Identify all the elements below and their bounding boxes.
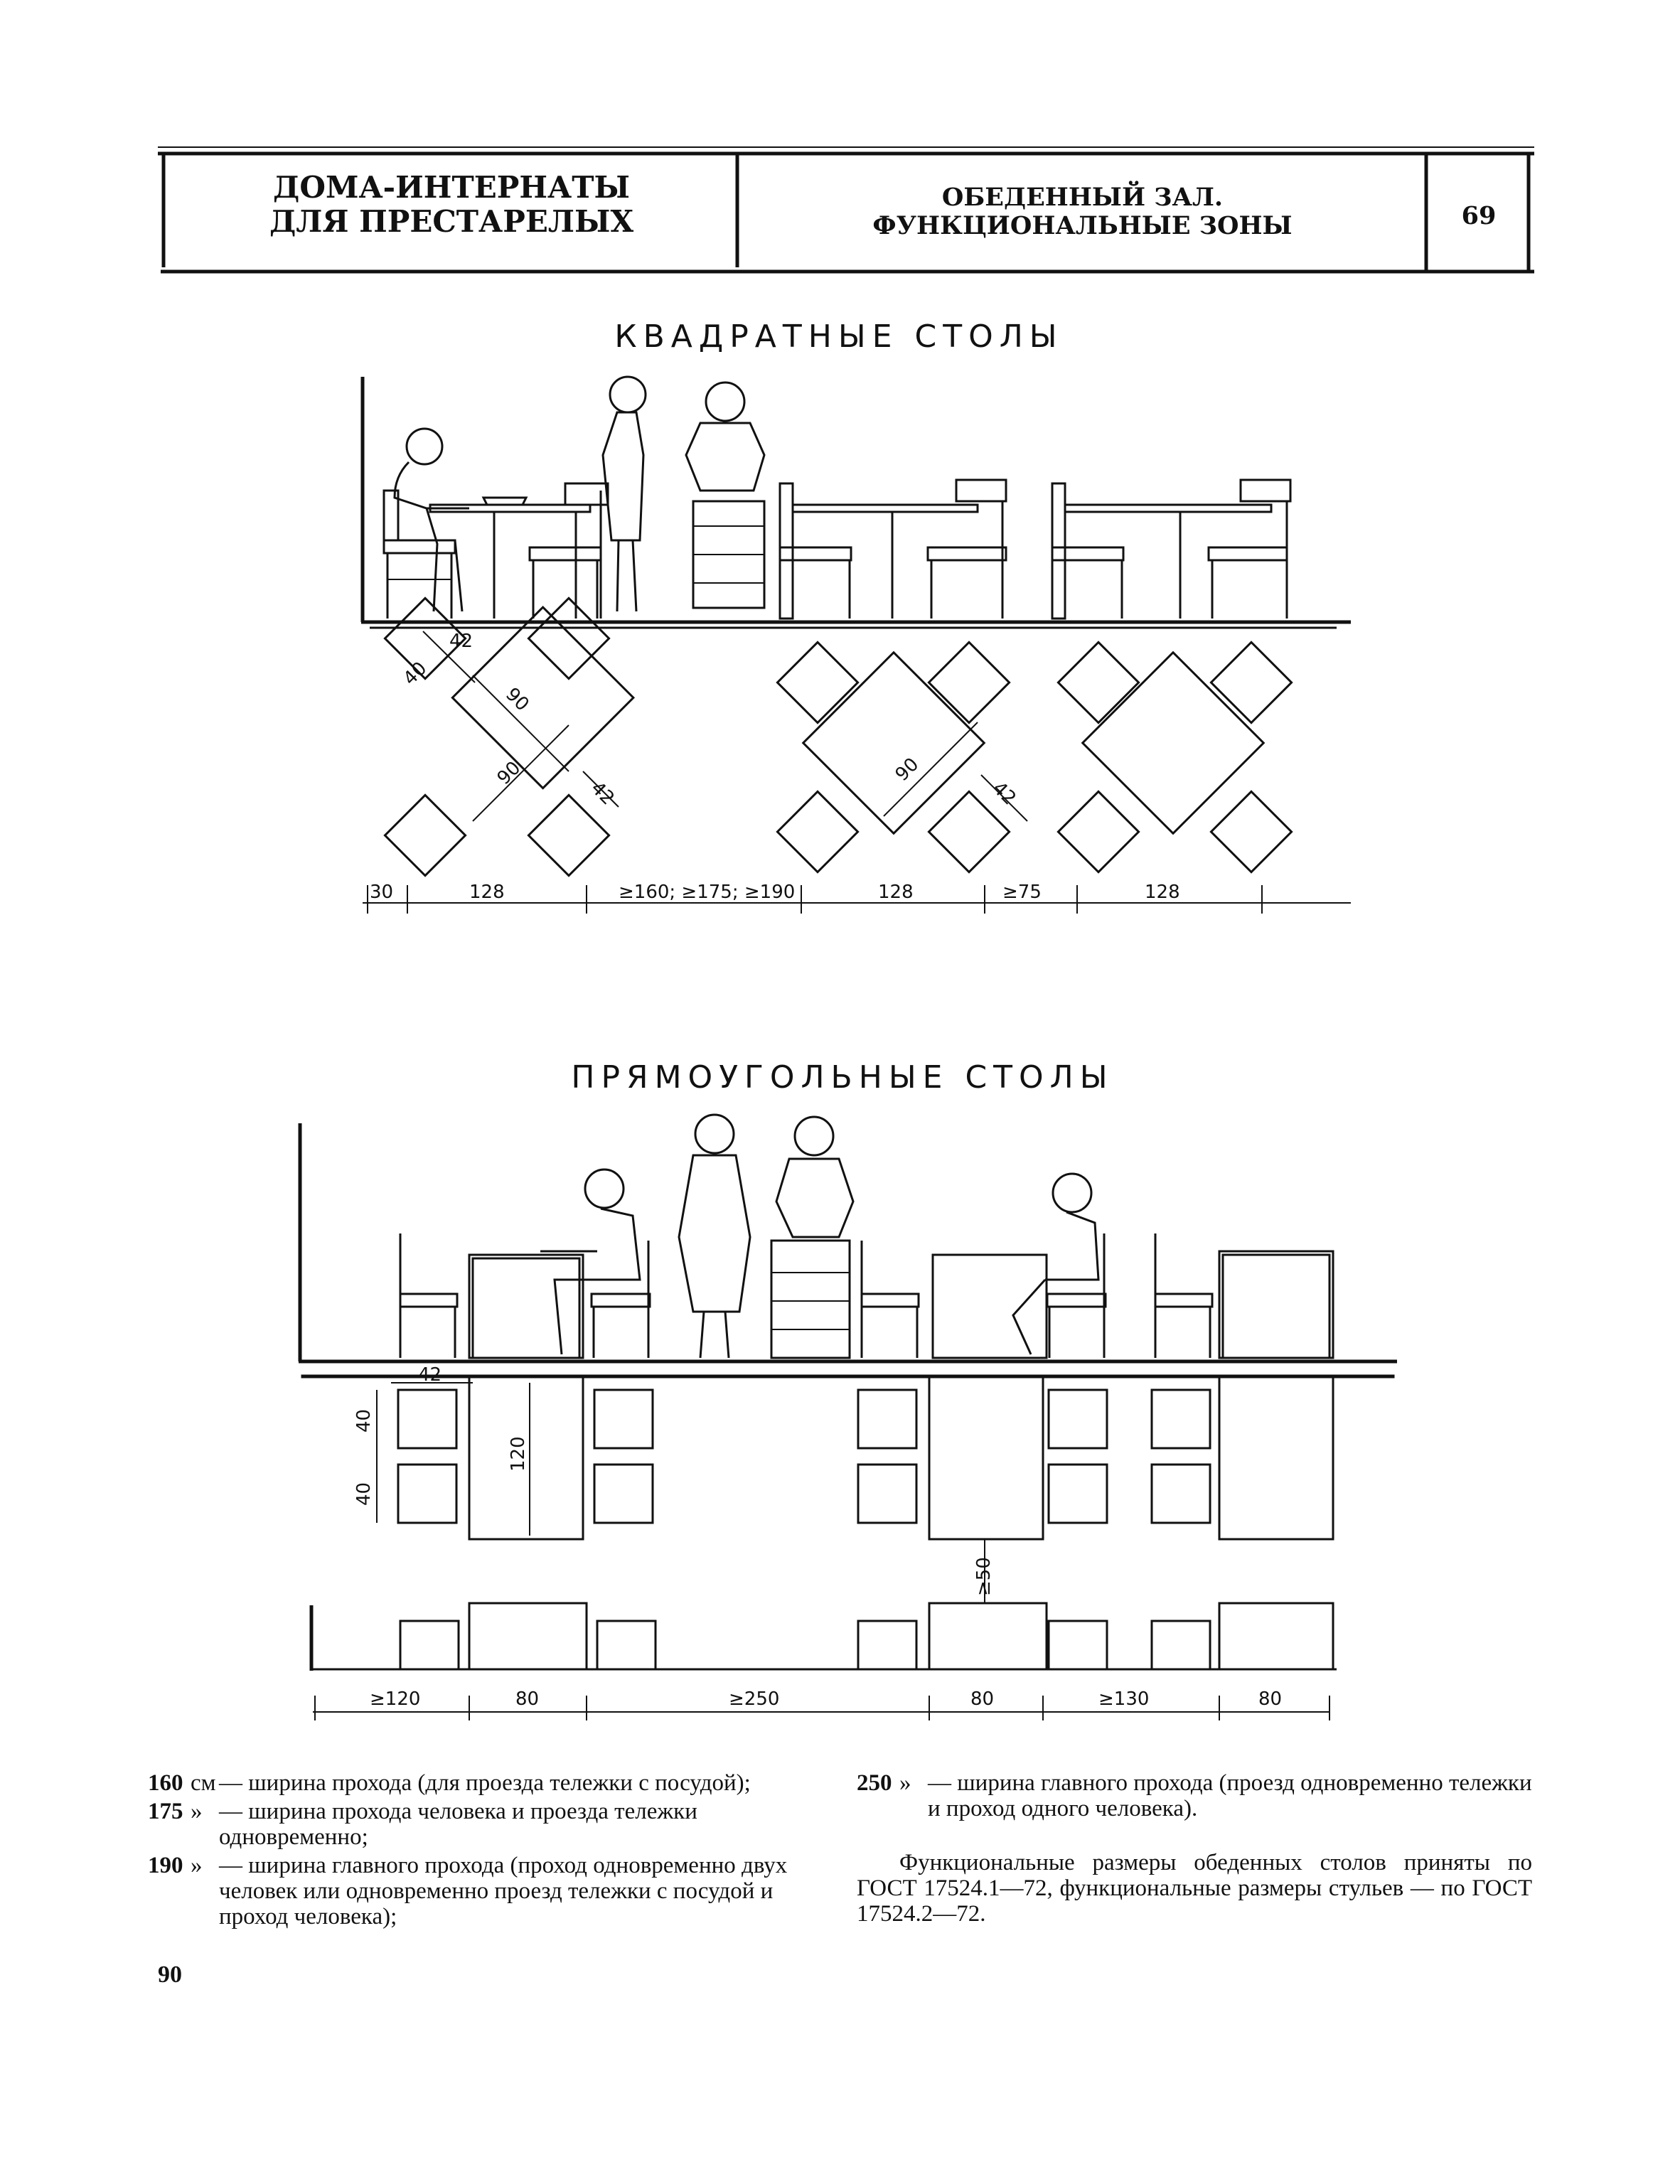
page-number: 90 (158, 1961, 182, 1988)
dim-rect-table-120: 120 (508, 1436, 529, 1472)
legend-item-175: 175 » — ширина прохода человека и проезд… (148, 1799, 823, 1850)
standing-person-icon (678, 1113, 751, 1359)
legend-item-160: 160 см — ширина прохода (для проезда тел… (148, 1770, 823, 1796)
dim-rect-250: ≥250 (729, 1688, 779, 1710)
header-center-line1: ОБЕДЕННЫЙ ЗАЛ. (941, 183, 1224, 212)
dim-square-128-a: 128 (469, 882, 505, 903)
dim-square-gap-42: 42 (449, 631, 473, 652)
legend-text: — ширина прохода (для проезда тележки с … (219, 1770, 751, 1796)
rect-table-elev-2 (931, 1253, 1048, 1359)
waiter-with-trolley-icon (685, 381, 766, 609)
header-center-line2: ФУНКЦИОНАЛЬНЫЕ ЗОНЫ (872, 211, 1293, 241)
rect-plan (301, 1374, 1395, 1541)
rect-dimension-chain (313, 1696, 1330, 1720)
seated-person-icon (540, 1168, 641, 1355)
seated-person-icon (1012, 1172, 1100, 1355)
legend-text: — ширина прохода человека и проезда теле… (219, 1799, 697, 1850)
rect-table-elev-3 (1218, 1250, 1334, 1359)
waiter-with-trolley-icon (770, 1115, 855, 1359)
square-elevation (360, 375, 1351, 629)
dim-square-aisle: ≥160; ≥175; ≥190 (619, 882, 795, 903)
dim-rect-clearance-50: ≥50 (973, 1557, 995, 1596)
chair-icon (590, 1241, 651, 1358)
legend-value: 175 (148, 1799, 183, 1824)
standing-person-icon (601, 375, 647, 612)
chair-icon (382, 489, 456, 619)
legend-right: 250 » — ширина главного прохода (проезд … (857, 1770, 1532, 1927)
header-left-line1: ДОМА-ИНТЕРНАТЫ (273, 170, 630, 205)
legend-item-250: 250 » — ширина главного прохода (проезд … (857, 1770, 1532, 1821)
dim-rect-chair-40-a: 40 (353, 1409, 375, 1433)
square-plan-group-3 (1056, 641, 1293, 874)
chair-icon (860, 1241, 920, 1358)
chair-icon (1046, 1233, 1107, 1358)
legend-text: — ширина главного прохода (проезд одновр… (928, 1770, 1532, 1821)
square-plan-group-2 (776, 641, 1011, 874)
rect-table-elev-1 (468, 1253, 584, 1359)
dim-square-128-b: 128 (878, 882, 914, 903)
header-center-title: ОБЕДЕННЫЙ ЗАЛ. ФУНКЦИОНАЛЬНЫЕ ЗОНЫ (743, 183, 1422, 241)
square-table-elev-2 (779, 478, 1007, 620)
dim-square-30: 30 (370, 882, 393, 903)
dim-rect-130: ≥130 (1098, 1688, 1149, 1710)
dim-rect-chair-40-b: 40 (353, 1482, 375, 1506)
legend-value: 190 (148, 1853, 183, 1878)
square-dimension-chain (363, 885, 1351, 914)
dim-rect-120: ≥120 (370, 1688, 420, 1710)
header-left-line2: ДЛЯ ПРЕСТАРЕЛЫХ (269, 204, 634, 240)
legend-value: 250 (857, 1770, 892, 1796)
dim-rect-80-b: 80 (970, 1688, 994, 1710)
legend-unit: см (191, 1770, 216, 1796)
legend-item-190: 190 » — ширина главного прохода (проход … (148, 1853, 823, 1929)
sheet-number: 69 (1461, 201, 1497, 230)
chair-icon (1154, 1233, 1214, 1358)
dim-rect-80-a: 80 (515, 1688, 539, 1710)
standards-note: Функциональные размеры обеденных столов … (857, 1850, 1532, 1927)
legend-text: — ширина главного прохода (проход одновр… (219, 1853, 788, 1929)
legend-unit: » (191, 1799, 203, 1824)
dim-square-75: ≥75 (1002, 882, 1042, 903)
legend-unit: » (191, 1853, 203, 1878)
square-table-elev-1 (429, 482, 609, 619)
legend-left: 160 см — ширина прохода (для проезда тел… (148, 1770, 823, 1929)
dim-rect-gap-42: 42 (418, 1364, 442, 1386)
chair-icon (399, 1233, 459, 1358)
rect-plan-2 (309, 1602, 1337, 1671)
legend-unit: » (899, 1770, 911, 1796)
rect-tables-title: ПРЯМОУГОЛЬНЫЕ СТОЛЫ (571, 1059, 1114, 1096)
rect-elevation (298, 1113, 1397, 1364)
dim-square-128-c: 128 (1145, 882, 1180, 903)
header-left-title: ДОМА-ИНТЕРНАТЫ ДЛЯ ПРЕСТАРЕЛЫХ (171, 170, 732, 240)
square-plan-group-1 (383, 596, 636, 877)
seated-person-icon (393, 427, 469, 612)
square-tables-title: КВАДРАТНЫЕ СТОЛЫ (614, 318, 1064, 355)
square-table-elev-3 (1051, 478, 1292, 620)
dim-rect-80-c: 80 (1258, 1688, 1282, 1710)
legend-value: 160 (148, 1770, 183, 1796)
